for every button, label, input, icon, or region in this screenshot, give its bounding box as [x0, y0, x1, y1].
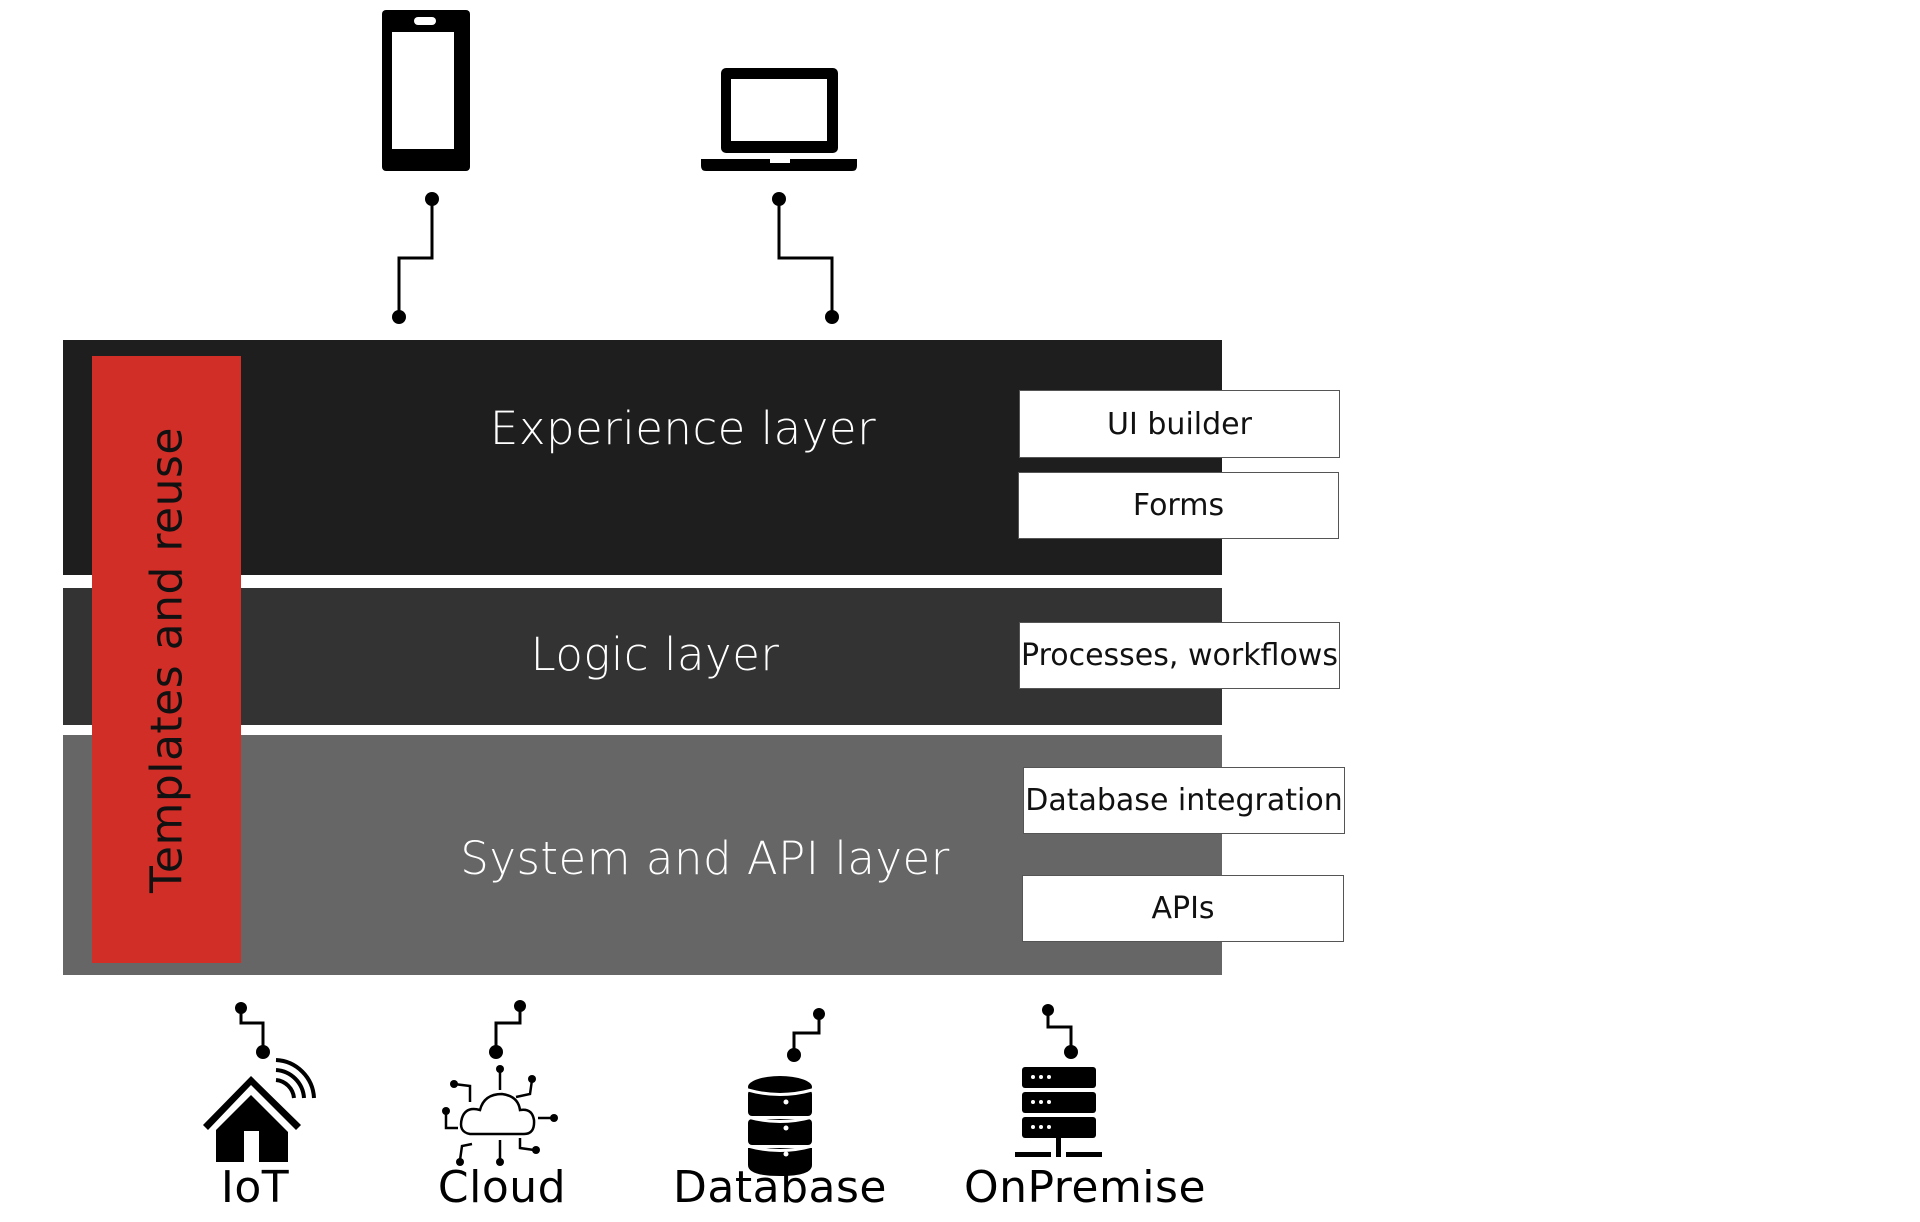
experience-layer-title: Experience layer: [489, 402, 877, 455]
database-connector: [792, 1012, 821, 1055]
source-label-database: Database: [673, 1162, 887, 1213]
logic-layer-title: Logic layer: [530, 628, 780, 681]
feature-ui-builder: UI builder: [1019, 390, 1340, 458]
database-icon: [747, 1076, 813, 1176]
bottom-connector-dots: [235, 1000, 1078, 1062]
templates-reuse-label: Templates and reuse: [141, 426, 192, 893]
source-label-cloud: Cloud: [437, 1162, 567, 1213]
phone-connector: [397, 198, 434, 317]
smartphone-icon: [382, 10, 470, 171]
feature-apis: APIs: [1022, 875, 1344, 942]
server-rack-icon: [1015, 1067, 1102, 1157]
phone-connector-dot-bottom: [392, 310, 406, 324]
system-api-layer-title: System and API layer: [460, 832, 950, 885]
feature-database-integration: Database integration: [1023, 767, 1345, 834]
source-label-onpremise: OnPremise: [963, 1162, 1207, 1213]
cloud-network-nodes: [442, 1065, 558, 1166]
laptop-connector-dot-bottom: [825, 310, 839, 324]
phone-connector-dot-top: [425, 192, 439, 206]
smart-home-icon: [203, 1058, 316, 1162]
bottom-connectors: [239, 1006, 1073, 1055]
laptop-icon: [701, 68, 857, 171]
onpremise-connector: [1046, 1008, 1073, 1052]
iot-connector: [239, 1006, 265, 1052]
feature-forms: Forms: [1018, 472, 1339, 539]
cloud-network-icon: [444, 1070, 552, 1161]
feature-processes-workflows: Processes, workflows: [1019, 622, 1340, 689]
source-label-iot: IoT: [220, 1162, 290, 1213]
laptop-connector-dot-top: [772, 192, 786, 206]
cloud-connector: [494, 1006, 522, 1052]
laptop-connector: [777, 198, 834, 317]
templates-reuse-bar: Templates and reuse: [92, 356, 241, 963]
